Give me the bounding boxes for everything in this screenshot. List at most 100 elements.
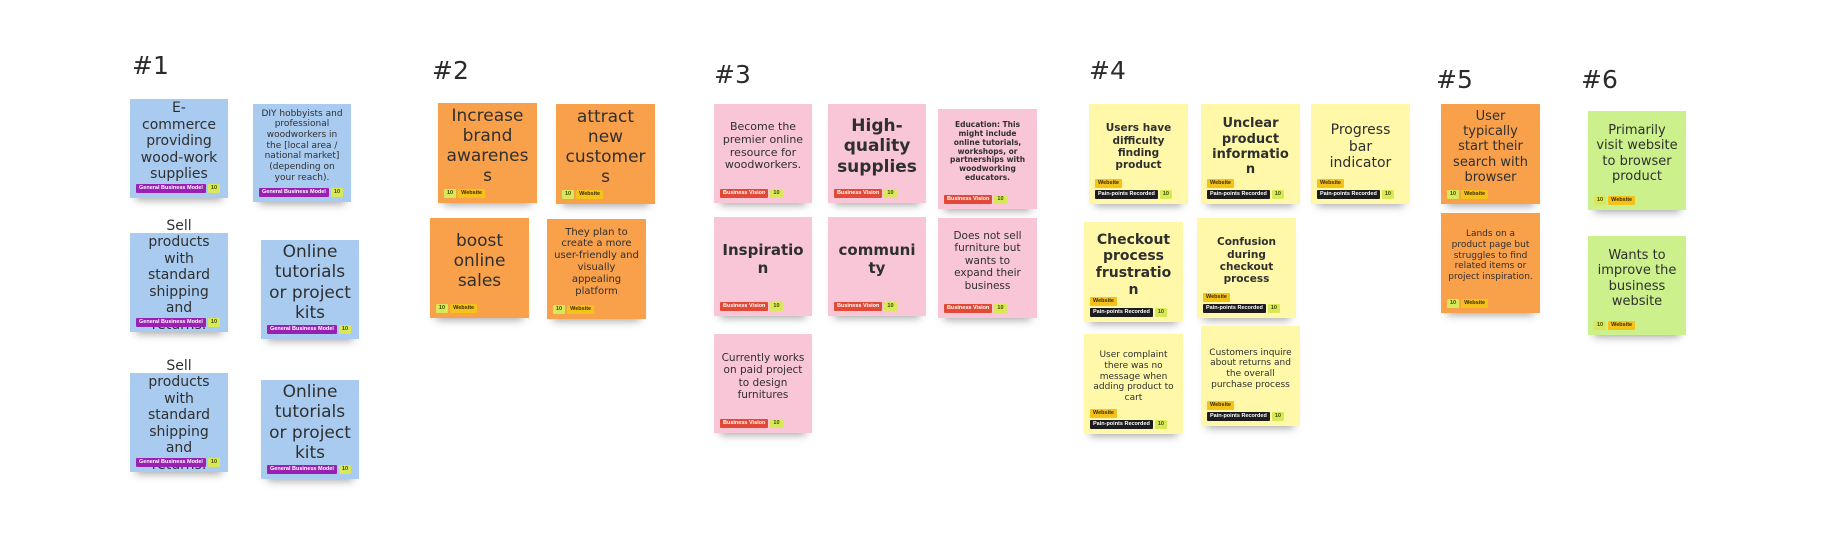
sticky-note[interactable]: Progress bar indicator Website Pain-poin… bbox=[1311, 104, 1410, 204]
sticky-note[interactable]: Become the premier online resource for w… bbox=[714, 104, 812, 203]
sticky-note-text: Inspiration bbox=[722, 240, 804, 277]
tag-count[interactable]: 10 bbox=[1447, 299, 1460, 308]
tag-business-vision[interactable]: Business Vision bbox=[720, 189, 769, 198]
tag-website[interactable]: Website bbox=[458, 189, 486, 198]
tag-website[interactable]: Website bbox=[1090, 297, 1117, 306]
tag-count[interactable]: 10 bbox=[330, 188, 344, 197]
tag-count[interactable]: 10 bbox=[884, 302, 897, 311]
sticky-note[interactable]: Education: This might include online tut… bbox=[938, 109, 1037, 209]
tag-count[interactable]: 10 bbox=[338, 325, 352, 334]
tag-pain-points-recorded[interactable]: Pain-points Recorded bbox=[1203, 304, 1266, 313]
sticky-note[interactable]: boost online sales 10 Website bbox=[430, 218, 529, 318]
tag-count[interactable]: 10 bbox=[553, 305, 566, 314]
tag-count[interactable]: 10 bbox=[1594, 321, 1607, 330]
tag-pain-points-recorded[interactable]: Pain-points Recorded bbox=[1095, 190, 1158, 199]
sticky-note[interactable]: Online tutorials or project kits General… bbox=[261, 380, 359, 479]
tag-count[interactable]: 10 bbox=[1271, 412, 1284, 421]
sticky-note[interactable]: Customers inquire about returns and the … bbox=[1201, 326, 1300, 426]
tag-count[interactable]: 10 bbox=[1271, 190, 1284, 199]
tag-count[interactable]: 10 bbox=[770, 419, 783, 428]
tag-website[interactable]: Website bbox=[1608, 196, 1636, 205]
tag-website[interactable]: Website bbox=[1461, 190, 1489, 199]
note-tags: General Business Model 10 bbox=[136, 184, 221, 193]
sticky-note[interactable]: attract new customers 10 Website bbox=[556, 104, 655, 204]
sticky-note[interactable]: community Business Vision 10 bbox=[828, 217, 926, 316]
tag-pain-points-recorded[interactable]: Pain-points Recorded bbox=[1090, 420, 1153, 429]
sticky-note[interactable]: Increase brand awareness 10 Website bbox=[438, 103, 537, 203]
tag-general-business-model[interactable]: General Business Model bbox=[267, 325, 337, 334]
tag-count[interactable]: 10 bbox=[1594, 196, 1607, 205]
sticky-note[interactable]: User complaint there was no message when… bbox=[1084, 334, 1183, 434]
sticky-note-text: They plan to create a more user-friendly… bbox=[554, 226, 639, 297]
tag-count[interactable]: 10 bbox=[207, 318, 221, 327]
sticky-note[interactable]: Confusion during checkout process Websit… bbox=[1197, 218, 1296, 318]
tag-general-business-model[interactable]: General Business Model bbox=[136, 318, 206, 327]
sticky-note[interactable]: Currently works on paid project to desig… bbox=[714, 334, 812, 433]
tag-count[interactable]: 10 bbox=[1447, 190, 1460, 199]
sticky-note[interactable]: Does not sell furniture but wants to exp… bbox=[938, 218, 1037, 318]
tag-count[interactable]: 10 bbox=[884, 189, 897, 198]
tag-business-vision[interactable]: Business Vision bbox=[720, 302, 769, 311]
sticky-note[interactable]: Lands on a product page but struggles to… bbox=[1441, 213, 1540, 313]
tag-website[interactable]: Website bbox=[1095, 179, 1122, 188]
tag-count[interactable]: 10 bbox=[1267, 304, 1280, 313]
tag-count[interactable]: 10 bbox=[994, 195, 1007, 204]
tag-business-vision[interactable]: Business Vision bbox=[944, 195, 993, 204]
tag-count[interactable]: 10 bbox=[444, 189, 457, 198]
sticky-note[interactable]: Primarily visit website to browser produ… bbox=[1588, 111, 1686, 210]
tag-count[interactable]: 10 bbox=[207, 458, 221, 467]
tag-website[interactable]: Website bbox=[450, 304, 478, 313]
tag-business-vision[interactable]: Business Vision bbox=[720, 419, 769, 428]
tag-website[interactable]: Website bbox=[567, 305, 595, 314]
sticky-note[interactable]: They plan to create a more user-friendly… bbox=[547, 219, 646, 319]
tag-general-business-model[interactable]: General Business Model bbox=[267, 465, 337, 474]
sticky-note-text: User complaint there was no message when… bbox=[1093, 350, 1174, 403]
tag-pain-points-recorded[interactable]: Pain-points Recorded bbox=[1207, 412, 1270, 421]
tag-count[interactable]: 10 bbox=[1159, 190, 1172, 199]
sticky-note[interactable]: User typically start their search with b… bbox=[1441, 104, 1540, 204]
tag-pain-points-recorded[interactable]: Pain-points Recorded bbox=[1207, 190, 1270, 199]
sticky-note[interactable]: Sell products with standard shipping and… bbox=[130, 358, 228, 473]
tag-count[interactable]: 10 bbox=[1154, 420, 1167, 429]
tag-business-vision[interactable]: Business Vision bbox=[834, 189, 883, 198]
tag-business-vision[interactable]: Business Vision bbox=[834, 302, 883, 311]
tag-website[interactable]: Website bbox=[1203, 293, 1230, 302]
tag-general-business-model[interactable]: General Business Model bbox=[136, 184, 206, 193]
tag-website[interactable]: Website bbox=[1461, 299, 1489, 308]
note-tags: 10 Website bbox=[1594, 321, 1636, 330]
tag-count[interactable]: 10 bbox=[338, 465, 352, 474]
sticky-note[interactable]: DIY hobbyists and professional woodworke… bbox=[253, 104, 351, 202]
group-label-1: #1 bbox=[132, 51, 169, 80]
tag-website[interactable]: Website bbox=[1317, 179, 1344, 188]
tag-count[interactable]: 10 bbox=[436, 304, 449, 313]
sticky-note[interactable]: Online tutorials or project kits General… bbox=[261, 240, 359, 339]
tag-pain-points-recorded[interactable]: Pain-points Recorded bbox=[1317, 190, 1380, 199]
tag-count[interactable]: 10 bbox=[770, 189, 783, 198]
note-tags: General Business Model 10 bbox=[267, 325, 352, 334]
tag-website[interactable]: Website bbox=[1090, 409, 1117, 418]
sticky-note[interactable]: Users have difficulty finding product We… bbox=[1089, 104, 1188, 204]
sticky-note[interactable]: Inspiration Business Vision 10 bbox=[714, 217, 812, 316]
tag-general-business-model[interactable]: General Business Model bbox=[259, 188, 329, 197]
tag-count[interactable]: 10 bbox=[994, 304, 1007, 313]
sticky-note[interactable]: Sell products with standard shipping and… bbox=[130, 218, 228, 333]
tag-website[interactable]: Website bbox=[1207, 401, 1234, 410]
tag-website[interactable]: Website bbox=[576, 190, 604, 199]
sticky-note[interactable]: High-quality supplies Business Vision 10 bbox=[828, 104, 926, 203]
tag-general-business-model[interactable]: General Business Model bbox=[136, 458, 206, 467]
tag-website[interactable]: Website bbox=[1207, 179, 1234, 188]
sticky-note-text: User typically start their search with b… bbox=[1453, 108, 1528, 185]
tag-count[interactable]: 10 bbox=[1154, 308, 1167, 317]
tag-business-vision[interactable]: Business Vision bbox=[944, 304, 993, 313]
tag-count[interactable]: 10 bbox=[1381, 190, 1394, 199]
sticky-note[interactable]: E-commerce providing wood-work supplies … bbox=[130, 99, 228, 198]
sticky-note[interactable]: Wants to improve the business website 10… bbox=[1588, 236, 1686, 335]
tag-website[interactable]: Website bbox=[1608, 321, 1636, 330]
sticky-note[interactable]: Checkout process frustration Website Pai… bbox=[1084, 222, 1183, 322]
tag-count[interactable]: 10 bbox=[207, 184, 221, 193]
tag-count[interactable]: 10 bbox=[562, 190, 575, 199]
tag-pain-points-recorded[interactable]: Pain-points Recorded bbox=[1090, 308, 1153, 317]
tag-count[interactable]: 10 bbox=[770, 302, 783, 311]
sticky-note[interactable]: Unclear product information Website Pain… bbox=[1201, 104, 1300, 204]
